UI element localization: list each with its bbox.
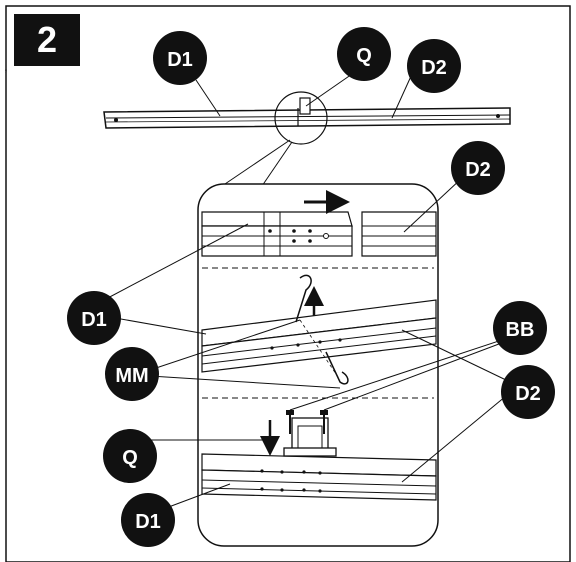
callout-d2-top: D2 (407, 39, 461, 93)
svg-text:Q: Q (356, 45, 372, 67)
callout-mm: MM (105, 347, 159, 401)
detail-rails-bracket (201, 410, 437, 501)
svg-text:D1: D1 (135, 511, 161, 533)
svg-text:D2: D2 (515, 383, 541, 405)
callout-d2-detail: D2 (451, 141, 505, 195)
svg-text:BB: BB (506, 319, 535, 341)
magnifier-circle (274, 91, 328, 145)
callout-bb: BB (493, 301, 547, 355)
bracket-q (291, 417, 329, 451)
svg-text:D1: D1 (81, 309, 107, 331)
callout-d1-top: D1 (153, 31, 207, 85)
panel-frame (5, 5, 571, 562)
callout-d1-bottom: D1 (121, 493, 175, 547)
callout-d1-detail: D1 (67, 291, 121, 345)
callout-q-detail: Q (103, 429, 157, 483)
callout-d2-right: D2 (501, 365, 555, 419)
detail-rails-separated (201, 190, 437, 257)
rail-assembly-overview (103, 91, 511, 145)
step-number-badge: 2 (14, 14, 80, 66)
svg-text:D2: D2 (421, 57, 447, 79)
detail-rails-joined (201, 274, 437, 385)
callout-q-top: Q (337, 27, 391, 81)
svg-text:D1: D1 (167, 49, 193, 71)
connector-bracket (299, 97, 311, 115)
svg-text:Q: Q (122, 447, 138, 469)
svg-text:MM: MM (115, 365, 148, 387)
svg-text:D2: D2 (465, 159, 491, 181)
